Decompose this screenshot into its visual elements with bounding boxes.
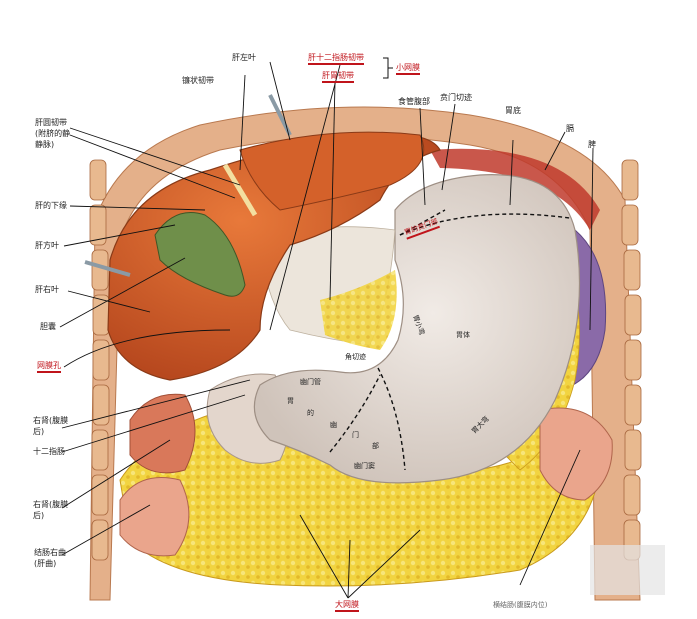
label-round-ligament-3: 静脉) (35, 140, 55, 149)
label-duodenum: 十二指肠 (33, 447, 65, 456)
label-inferior-border: 肝的下缘 (35, 201, 67, 210)
label-gallbladder: 胆囊 (40, 322, 56, 331)
label-pyloric-part-1: 胃 (287, 397, 294, 405)
right-colic-flexure (119, 477, 190, 557)
label-right-kidney-2b: 后) (33, 511, 45, 520)
label-pyloric-antrum: 幽门窦 (354, 462, 375, 470)
label-right-lobe: 肝右叶 (35, 285, 59, 294)
label-pyloric-part-4: 门 (352, 431, 359, 439)
label-round-ligament-1: 肝圆韧带 (35, 118, 67, 127)
label-quadrate-lobe: 肝方叶 (35, 241, 59, 250)
label-esophageal-abdominal: 食管腹部 (398, 97, 430, 106)
label-hepatogastric-ligament: 肝胃韧带 (322, 71, 354, 83)
stomach-division-lines (329, 209, 571, 471)
label-angular-notch: 角切迹 (345, 353, 366, 361)
label-fundus: 胃底 (505, 106, 521, 115)
label-hepatoduodenal-ligament: 肝十二指肠韧带 (308, 53, 364, 65)
label-diaphragm: 膈 (566, 124, 574, 133)
diaphragm-band (430, 148, 600, 230)
label-pyloric-part-2: 的 (307, 409, 314, 417)
label-lesser-omentum: 小网膜 (396, 63, 420, 75)
falciform-ligament (222, 163, 258, 217)
gallbladder (154, 212, 246, 297)
transverse-colon (539, 407, 613, 501)
leader-lines (59, 61, 594, 599)
lesser-omentum-fat (320, 270, 397, 350)
lesser-omentum-bracket (383, 57, 393, 79)
label-pyloric-canal: 幽门管 (300, 378, 321, 386)
label-right-colic-flexure-b: (肝曲) (34, 559, 57, 568)
label-stomach-body: 胃体 (456, 331, 470, 339)
right-rib-segments (621, 159, 642, 561)
label-right-kidney-1b: 后) (33, 427, 45, 436)
label-epiploic-foramen: 网膜孔 (37, 361, 61, 373)
label-right-kidney-2a: 右肾(腹膜 (33, 500, 69, 509)
label-left-lobe: 肝左叶 (232, 53, 256, 62)
label-pyloric-part-3: 幽 (330, 421, 337, 429)
label-falciform-ligament: 镰状韧带 (182, 76, 214, 85)
label-right-kidney-1a: 右肾(腹膜 (33, 416, 69, 425)
left-rib-segments (89, 159, 110, 561)
label-transverse-colon: 横结肠(腹膜内位) (493, 601, 548, 609)
right-kidney (129, 393, 196, 474)
liver (107, 133, 441, 381)
label-spleen: 脾 (588, 140, 596, 149)
label-round-ligament-2: (附脐的静 (35, 129, 71, 138)
watermark-blur (590, 545, 665, 595)
label-cardiac-notch: 贲门切迹 (440, 93, 472, 102)
label-pyloric-part-5: 部 (372, 442, 379, 450)
body-wall (89, 106, 641, 601)
label-greater-omentum: 大网膜 (335, 600, 359, 612)
stomach (253, 174, 581, 484)
retractor-left (84, 260, 131, 277)
label-right-colic-flexure-a: 结肠右曲 (34, 548, 66, 557)
liver-left-lobe (239, 131, 425, 211)
